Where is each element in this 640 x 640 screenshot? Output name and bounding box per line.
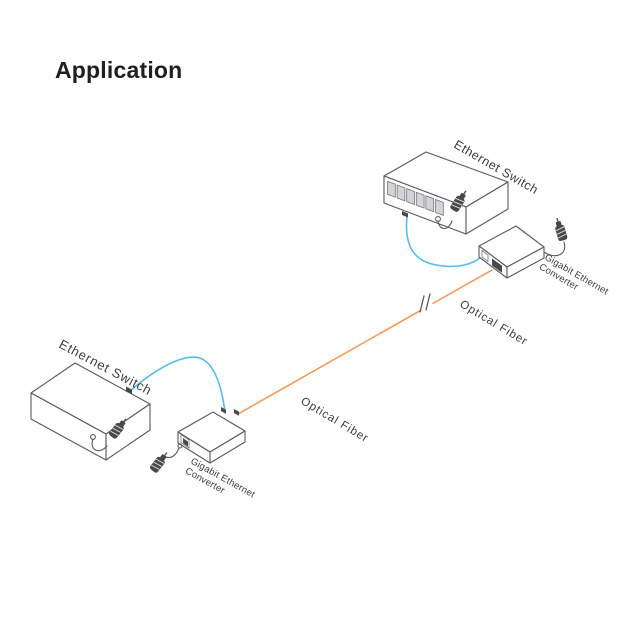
power-cord	[437, 220, 453, 230]
fiber-break-icon	[419, 295, 425, 313]
ethernet-switch-top	[383, 151, 509, 235]
power-plug-icon	[551, 216, 569, 243]
cable-connector	[402, 211, 408, 218]
switch-port	[396, 184, 406, 202]
converter-fiber-port	[492, 258, 502, 273]
optical-fiber-lower-segment	[237, 309, 422, 415]
cable-connector	[221, 407, 226, 414]
switch-port	[435, 198, 444, 216]
switch-port	[415, 191, 425, 209]
power-cord	[91, 438, 108, 452]
optical-fiber-label-bottom: Optical Fiber	[298, 395, 370, 445]
converter-label-bottom: Gigabit Ethernet Converter	[183, 456, 257, 501]
optical-fiber-upper-segment	[432, 269, 493, 305]
optical-fiber-link: Optical Fiber Optical Fiber	[237, 269, 530, 445]
site-top-right: Ethernet Switch Gigabit Ethernet Convert…	[383, 137, 610, 298]
power-inlet	[177, 443, 183, 449]
switch-port	[425, 195, 435, 213]
converter-label-top: Gigabit Ethernet Converter	[537, 252, 610, 298]
ethernet-cable-top	[405, 215, 482, 268]
switch-port	[387, 180, 396, 198]
ethernet-cable-bottom	[129, 356, 226, 413]
page-title: Application	[55, 57, 183, 83]
power-plug-icon	[148, 448, 172, 475]
power-cord	[543, 241, 566, 257]
switch-right-face	[465, 181, 509, 235]
optical-fiber-label-top: Optical Fiber	[457, 298, 529, 348]
converter-fiber-port	[183, 438, 188, 447]
converter-right-face	[506, 246, 545, 279]
media-converter-bottom	[148, 407, 246, 475]
media-converter-top	[478, 216, 569, 279]
ethernet-switch-bottom	[30, 362, 151, 461]
converter-right-face	[209, 430, 246, 464]
cable-connector	[126, 386, 132, 395]
cable-connector	[234, 409, 239, 416]
switch-port	[406, 188, 415, 206]
switch-right-face	[105, 403, 151, 461]
fiber-break-icon	[425, 293, 431, 311]
converter-port	[481, 249, 489, 263]
site-bottom-left: Ethernet Switch Gigabit Ethernet Convert…	[30, 336, 257, 501]
